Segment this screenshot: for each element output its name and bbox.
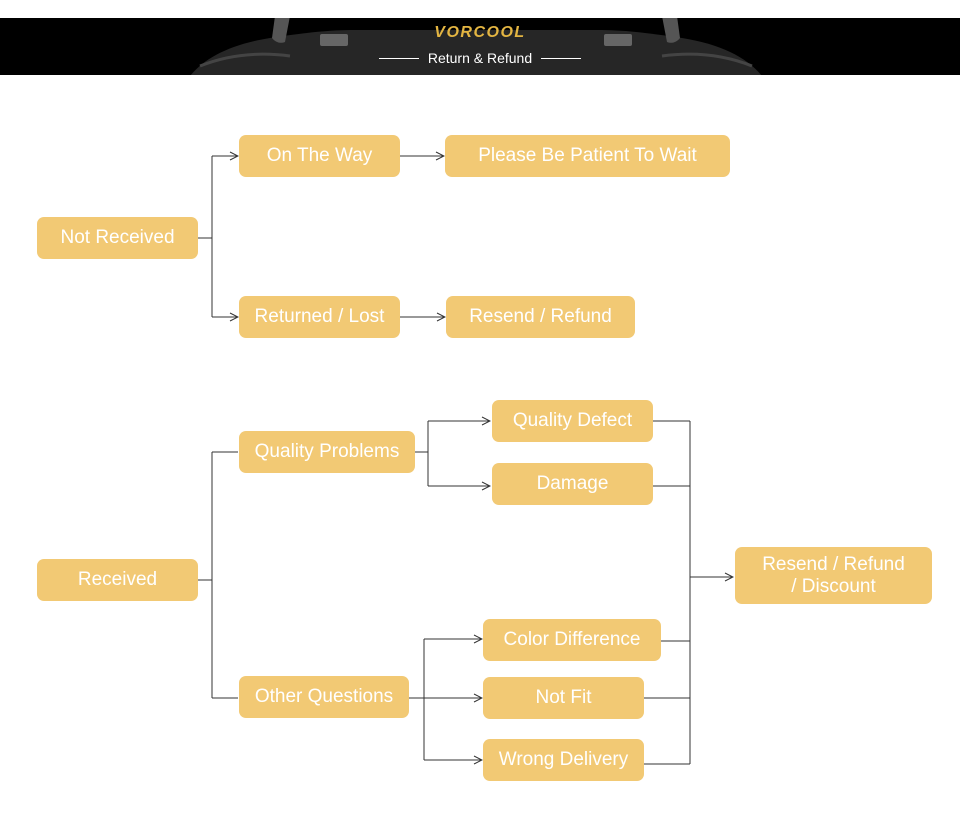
connector-other-trunk	[409, 639, 424, 760]
node-quality-problems: Quality Problems	[239, 431, 415, 473]
node-on-the-way: On The Way	[239, 135, 400, 177]
node-please-wait: Please Be Patient To Wait	[445, 135, 730, 177]
node-resend-refund-discount: Resend / Refund / Discount	[735, 547, 932, 604]
node-not-received: Not Received	[37, 217, 198, 259]
node-wrong-delivery: Wrong Delivery	[483, 739, 644, 781]
node-returned-lost: Returned / Lost	[239, 296, 400, 338]
node-damage: Damage	[492, 463, 653, 505]
node-other-questions: Other Questions	[239, 676, 409, 718]
node-received: Received	[37, 559, 198, 601]
connector-received-trunk	[198, 452, 238, 698]
node-not-fit: Not Fit	[483, 677, 644, 719]
connector-quality-trunk	[415, 421, 428, 486]
connector-not-received-trunk	[198, 156, 212, 317]
node-quality-defect: Quality Defect	[492, 400, 653, 442]
node-color-difference: Color Difference	[483, 619, 661, 661]
node-resend-refund: Resend / Refund	[446, 296, 635, 338]
